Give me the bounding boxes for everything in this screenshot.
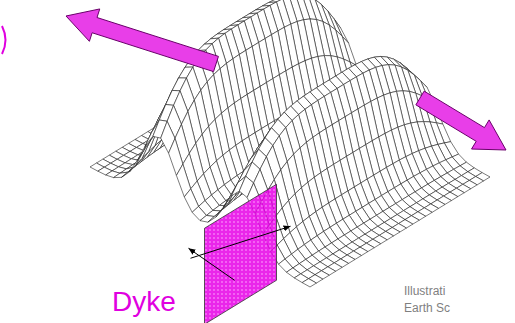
extension-arrows <box>66 9 506 150</box>
credit-note: Earth Sc <box>404 301 450 315</box>
extension-arrow <box>66 9 218 72</box>
grid-cell <box>114 172 128 177</box>
edge-mark <box>2 26 6 54</box>
dyke-label: Dyke <box>112 286 176 318</box>
grid-cell <box>302 279 316 287</box>
credit-note: Illustrati <box>404 284 445 298</box>
axis-line <box>189 248 235 280</box>
axis-line <box>191 226 291 258</box>
dyke-plane <box>189 184 291 323</box>
grid-cell <box>224 183 238 207</box>
extension-arrow <box>416 91 506 150</box>
dyke-sheet <box>205 184 277 323</box>
